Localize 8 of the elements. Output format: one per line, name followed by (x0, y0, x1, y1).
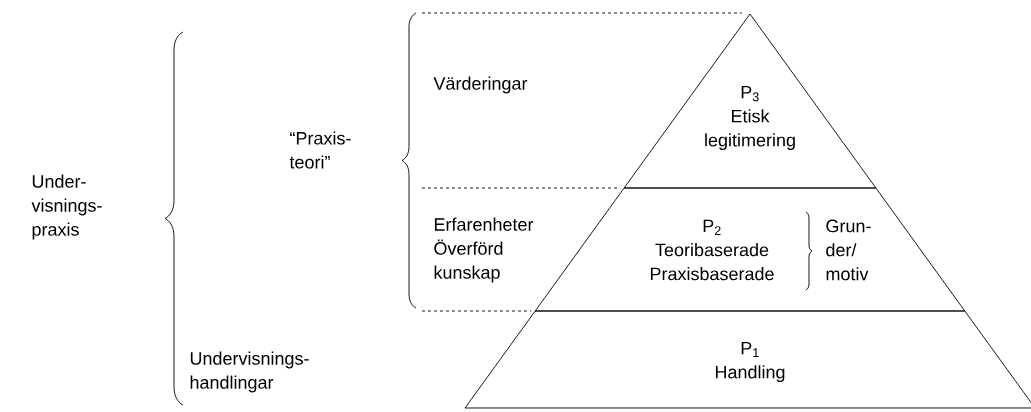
pyramid-layer: P$_{1}$ Handling (464, 310, 1031, 409)
pyramid-layer: P$_{2}$ Teoribaserade Praxisbaserade Grun- der/ motiv (534, 187, 966, 312)
text-label: Undervisnings- handlingar (190, 351, 309, 393)
text-label: Erfarenheter Överförd kunskap (434, 217, 534, 283)
text-label: “Praxis- teori” (289, 131, 351, 169)
pyramid-layer: P$_{3}$ Etisk legitimering (623, 13, 877, 189)
text-label: Värderingar (433, 76, 528, 94)
text-label: Under- visnings- praxis (31, 174, 102, 240)
